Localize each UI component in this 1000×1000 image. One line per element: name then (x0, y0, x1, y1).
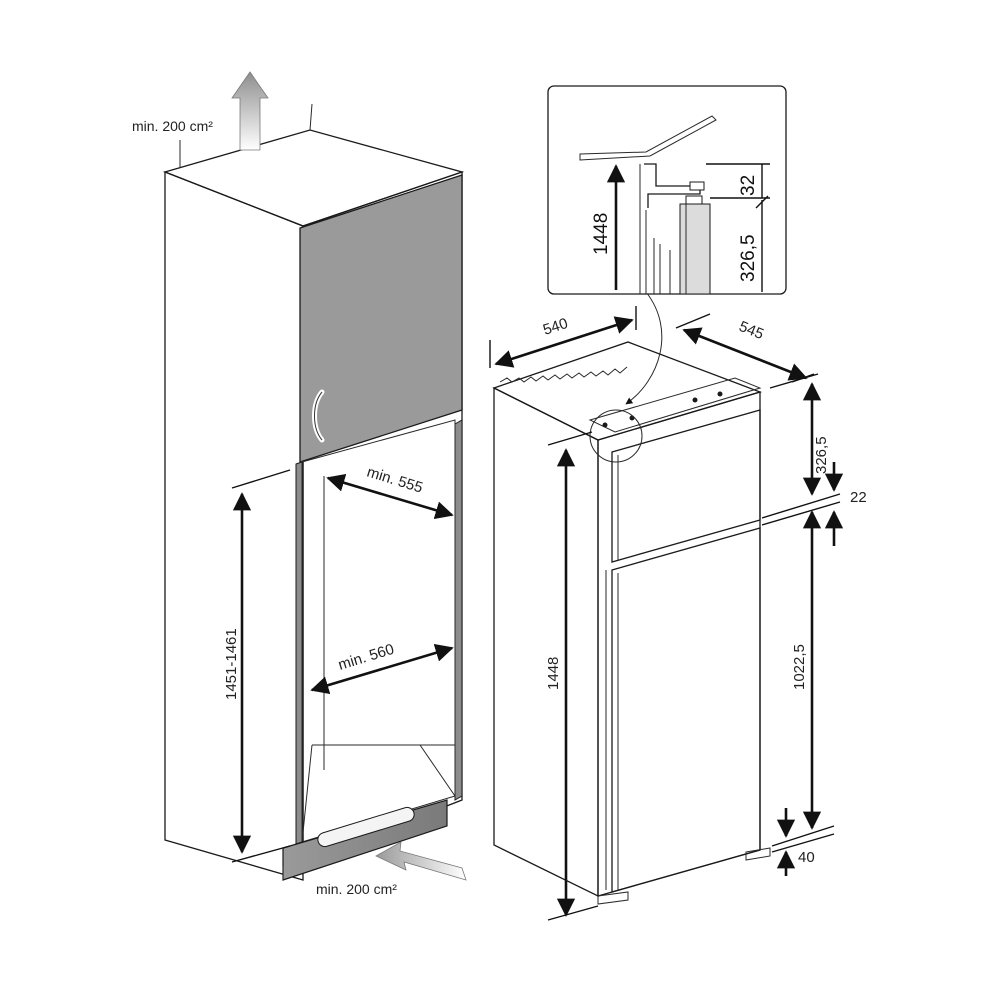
vent-bottom-label: min. 200 cm² (316, 881, 397, 897)
vent-top-label: min. 200 cm² (132, 118, 213, 134)
detail-height-label: 1448 (591, 213, 612, 255)
detail-box (547, 85, 787, 295)
fridge-width-arrow (494, 316, 634, 368)
niche-height-label: 1451-1461 (223, 628, 240, 700)
airflow-in-arrow (375, 841, 467, 881)
freezer-height-label: 326,5 (813, 436, 830, 474)
detail-callout-circle (589, 409, 643, 463)
fridge-height-label: 1448 (545, 657, 562, 690)
width-min-560-label: min. 560 (336, 641, 396, 674)
bottom-gap-label: 40 (798, 849, 815, 866)
fridge-depth-label: 545 (737, 318, 767, 343)
fridge-compartment-label: 1022,5 (791, 644, 808, 690)
fridge-width-label: 540 (541, 315, 570, 339)
min-560-arrow (310, 643, 454, 695)
fridge-depth-arrow (682, 327, 808, 381)
detail-freezer-label: 326,5 (738, 234, 759, 282)
plinth-vent-slot (317, 806, 415, 848)
detail-callout-leader (625, 291, 663, 405)
fridge-drawing (492, 341, 771, 905)
cabinet-door (299, 174, 463, 463)
cabinet-drawing (162, 103, 465, 881)
min-555-arrow (326, 473, 454, 520)
gap-label: 22 (850, 489, 867, 506)
detail-top-gap-label: 32 (738, 175, 759, 196)
airflow-up-arrow (231, 71, 269, 151)
